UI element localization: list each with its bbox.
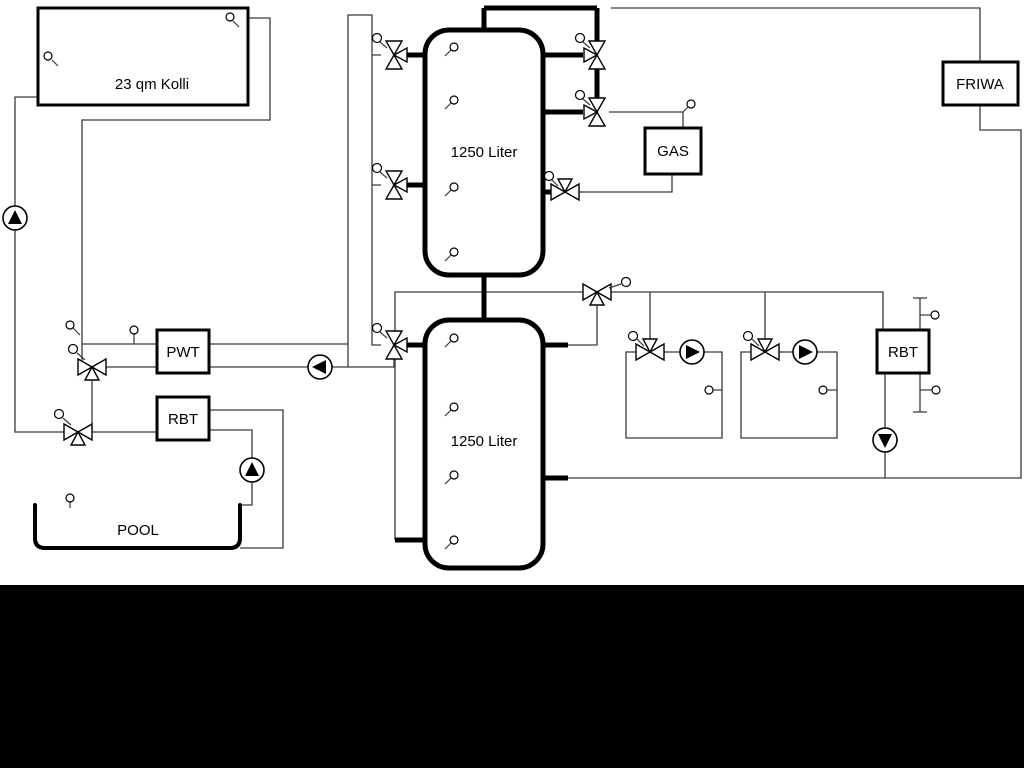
bottom-black-band xyxy=(0,585,1024,768)
pool-label: POOL xyxy=(117,522,159,539)
temperature-sensor-icon xyxy=(444,247,459,262)
gas-label: GAS xyxy=(657,143,689,160)
pump-icon xyxy=(792,339,818,365)
pump-icon xyxy=(307,354,333,380)
temperature-sensor-icon xyxy=(920,385,941,395)
temperature-sensor-icon xyxy=(682,99,696,113)
valve-actuator-icon xyxy=(371,322,388,339)
valve-actuator-icon xyxy=(371,162,388,179)
pump-icon xyxy=(239,457,265,483)
gas-boiler-box xyxy=(643,126,703,176)
mixing-valve-icon xyxy=(582,283,612,306)
mixing-valve-icon xyxy=(77,358,107,381)
temperature-sensor-icon xyxy=(129,325,139,344)
valve-actuator-icon xyxy=(543,170,559,187)
rbt-right-box xyxy=(875,328,931,375)
mixing-valve-icon xyxy=(385,40,408,70)
valve-actuator-icon xyxy=(574,89,591,106)
rbt-left-label: RBT xyxy=(168,411,198,428)
buffer-tank-bottom xyxy=(422,317,546,571)
valve-actuator-icon xyxy=(608,276,632,289)
diagram-canvas: 1250 Liter 1250 Liter 23 qm Kolli PWT RB… xyxy=(0,0,1024,585)
friwa-box xyxy=(941,60,1020,107)
temperature-sensor-icon xyxy=(444,333,459,348)
temperature-sensor-icon xyxy=(818,385,837,395)
collector-box xyxy=(36,6,250,107)
temperature-sensor-icon xyxy=(444,182,459,197)
temperature-sensor-icon xyxy=(65,320,81,336)
pump-icon xyxy=(872,427,898,453)
pwt-box xyxy=(155,328,211,375)
collector-label: 23 qm Kolli xyxy=(115,76,189,93)
friwa-label: FRIWA xyxy=(956,76,1004,93)
pipes-thick-bus xyxy=(395,5,600,543)
rbt-left-box xyxy=(155,395,211,442)
valve-actuator-icon xyxy=(574,32,591,49)
temperature-sensor-icon xyxy=(444,42,459,57)
valve-actuator-icon xyxy=(371,32,388,49)
temperature-sensor-icon xyxy=(704,385,722,395)
temperature-sensor-icon xyxy=(65,493,75,508)
mixing-valve-icon xyxy=(63,423,93,446)
mixing-valve-icon xyxy=(550,178,580,201)
pump-icon xyxy=(679,339,705,365)
temperature-sensor-icon xyxy=(444,402,459,417)
mixing-valve-icon xyxy=(385,170,408,200)
temperature-sensor-icon xyxy=(444,470,459,485)
tank-top-label: 1250 Liter xyxy=(451,144,518,161)
valve-actuator-icon xyxy=(742,330,760,347)
valve-actuator-icon xyxy=(53,408,72,426)
pump-icon xyxy=(2,205,28,231)
temperature-sensor-icon xyxy=(225,12,240,28)
tank-bottom-label: 1250 Liter xyxy=(451,433,518,450)
temperature-sensor-icon xyxy=(43,51,59,67)
pool-basin xyxy=(33,503,242,550)
rbt-right-label: RBT xyxy=(888,344,918,361)
temperature-sensor-icon xyxy=(444,95,459,110)
mixing-valve-icon xyxy=(385,330,408,360)
valve-actuator-icon xyxy=(627,330,645,347)
temperature-sensor-icon xyxy=(920,310,940,320)
valve-actuator-icon xyxy=(67,343,86,361)
pwt-label: PWT xyxy=(166,344,199,361)
buffer-tank-top xyxy=(422,27,546,278)
temperature-sensor-icon xyxy=(444,535,459,550)
hydraulic-schematic: 1250 Liter 1250 Liter 23 qm Kolli PWT RB… xyxy=(2,5,1022,571)
